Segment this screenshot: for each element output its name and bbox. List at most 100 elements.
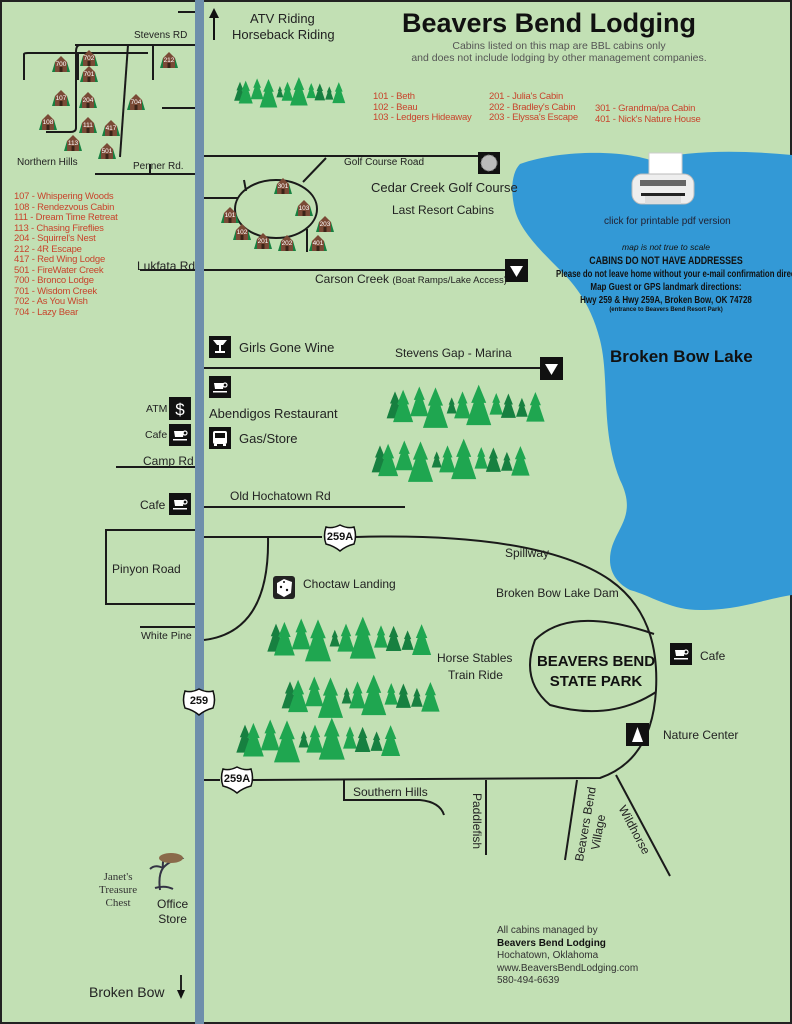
printable-pdf-link[interactable]: click for printable pdf version bbox=[604, 216, 731, 227]
park-line-1: BEAVERS BEND bbox=[536, 653, 656, 670]
legend-entry: 108 - Rendezvous Cabin bbox=[14, 201, 115, 213]
cafe-coffee-cup-icon bbox=[670, 643, 692, 665]
cabin-marker[interactable]: 204 bbox=[79, 92, 97, 108]
cabin-marker[interactable]: 700 bbox=[52, 56, 70, 72]
place-abendigos: Abendigos Restaurant bbox=[209, 406, 338, 421]
road-label-southern-hills: Southern Hills bbox=[353, 785, 428, 799]
tree-icon bbox=[378, 443, 399, 477]
cabin-marker[interactable]: 111 bbox=[79, 117, 97, 133]
cabin-marker[interactable]: 201 bbox=[254, 233, 272, 249]
place-cafe-3: Cafe bbox=[700, 649, 726, 663]
legend-entry: 301 - Grandma/pa Cabin bbox=[595, 103, 696, 114]
footer-company: Beavers Bend Lodging bbox=[497, 937, 606, 949]
cabin-marker[interactable]: 103 bbox=[295, 200, 313, 216]
janet-line-2: Treasure bbox=[99, 884, 138, 896]
cabin-marker[interactable]: 113 bbox=[64, 135, 82, 151]
cabin-marker[interactable]: 701 bbox=[80, 66, 98, 82]
cabin-number: 107 bbox=[56, 95, 67, 102]
place-horse-stables: Horse Stables bbox=[437, 651, 513, 665]
note-entrance: (entrance to Beavers Bend Resort Park) bbox=[609, 307, 723, 313]
place-train-ride: Train Ride bbox=[448, 668, 503, 682]
carson-creek-text: Carson Creek bbox=[315, 272, 390, 286]
cabin-marker[interactable]: 102 bbox=[233, 224, 251, 240]
cabin-marker[interactable]: 101 bbox=[221, 207, 239, 223]
tree-icon bbox=[489, 393, 503, 415]
note-address: Hwy 259 & Hwy 259A, Broken Bow, OK 74728 bbox=[580, 295, 752, 306]
footer-phone: 580-494-6639 bbox=[497, 975, 560, 986]
tree-icon bbox=[242, 722, 264, 757]
cabin-marker[interactable]: 704 bbox=[127, 94, 145, 110]
tree-icon bbox=[318, 717, 345, 760]
legend-entry: 202 - Bradley's Cabin bbox=[489, 101, 576, 113]
road-label-carson-creek: Carson Creek (Boat Ramps/Lake Access) bbox=[315, 273, 507, 286]
cabin-number: 700 bbox=[56, 61, 67, 68]
cabin-number: 203 bbox=[320, 221, 331, 228]
tree-icon bbox=[411, 687, 423, 707]
tree-icon bbox=[412, 624, 432, 655]
cabin-marker[interactable]: 107 bbox=[52, 90, 70, 106]
cabin-number: 202 bbox=[282, 240, 293, 247]
tree-icon bbox=[516, 397, 528, 417]
legend-entry: 700 - Bronco Lodge bbox=[14, 275, 94, 286]
tree-icon bbox=[395, 683, 411, 708]
cabin-marker[interactable]: 202 bbox=[278, 235, 296, 251]
footer-city: Hochatown, Oklahoma bbox=[497, 950, 599, 961]
place-cafe-2: Cafe bbox=[140, 498, 166, 512]
tree-icon bbox=[466, 384, 492, 426]
state-park-label: BEAVERS BEND STATE PARK bbox=[528, 652, 664, 692]
road-label-stevens-gap: Stevens Gap - Marina bbox=[395, 346, 512, 360]
cabin-number: 108 bbox=[43, 119, 54, 126]
cabin-number: 704 bbox=[131, 99, 142, 106]
cabin-marker[interactable]: 301 bbox=[274, 178, 292, 194]
park-line-2: STATE PARK bbox=[549, 673, 643, 690]
road-label-pinyon-road: Pinyon Road bbox=[112, 562, 181, 576]
tree-icon bbox=[401, 630, 414, 650]
tree-icon bbox=[273, 720, 301, 763]
tree-icon bbox=[393, 389, 414, 423]
subtitle-line-2: and does not include lodging by other ma… bbox=[411, 52, 707, 64]
boat-ramp-icon bbox=[505, 259, 528, 282]
road-label-dam: Broken Bow Lake Dam bbox=[496, 586, 619, 600]
tree-icon bbox=[370, 731, 383, 751]
cabin-marker[interactable]: 401 bbox=[309, 235, 327, 251]
tree-icon bbox=[250, 78, 264, 100]
cabin-marker[interactable]: 501 bbox=[98, 143, 116, 159]
tree-icon bbox=[343, 726, 357, 749]
legend-entry: 212 - 4R Escape bbox=[14, 243, 82, 255]
office-line-2: Store bbox=[158, 912, 187, 926]
map-info-notes: map is not true to scale CABINS DO NOT H… bbox=[545, 242, 792, 313]
tree-icon bbox=[374, 625, 388, 648]
cabin-marker[interactable]: 702 bbox=[80, 50, 98, 66]
highway-number: 259 bbox=[189, 695, 209, 707]
tree-icon bbox=[501, 451, 513, 471]
cabin-marker[interactable]: 417 bbox=[102, 120, 120, 136]
cabin-marker[interactable]: 108 bbox=[39, 114, 57, 130]
atv-riding-label: ATV Riding bbox=[250, 11, 315, 26]
tree-icon bbox=[451, 438, 477, 480]
footer-website[interactable]: www.BeaversBendLodging.com bbox=[497, 962, 639, 974]
highway-number: 259A bbox=[326, 531, 354, 543]
lake-name: Broken Bow Lake bbox=[610, 347, 753, 366]
office-line-1: Office bbox=[157, 897, 189, 911]
tree-icon bbox=[317, 677, 344, 718]
cabin-number: 701 bbox=[84, 71, 95, 78]
cabin-marker[interactable]: 203 bbox=[316, 216, 334, 232]
cabin-marker[interactable]: 212 bbox=[160, 52, 178, 68]
printer-icon[interactable] bbox=[631, 152, 695, 205]
tree-icon bbox=[288, 679, 309, 713]
cafe-coffee-cup-icon bbox=[169, 493, 191, 515]
legend-entry: 111 - Dream Time Retreat bbox=[14, 212, 118, 223]
tree-icon bbox=[349, 681, 366, 709]
legend-entry: 101 - Beth bbox=[373, 91, 415, 102]
page-title: Beavers Bend Lodging bbox=[402, 8, 697, 38]
tree-icon bbox=[337, 623, 355, 652]
subtitle: Cabins listed on this map are BBL cabins… bbox=[400, 40, 718, 64]
cabin-number: 201 bbox=[258, 238, 269, 245]
place-girls-gone-wine: Girls Gone Wine bbox=[239, 340, 335, 355]
tree-icon bbox=[395, 440, 414, 471]
legend-entry: 701 - Wisdom Creek bbox=[14, 285, 97, 297]
